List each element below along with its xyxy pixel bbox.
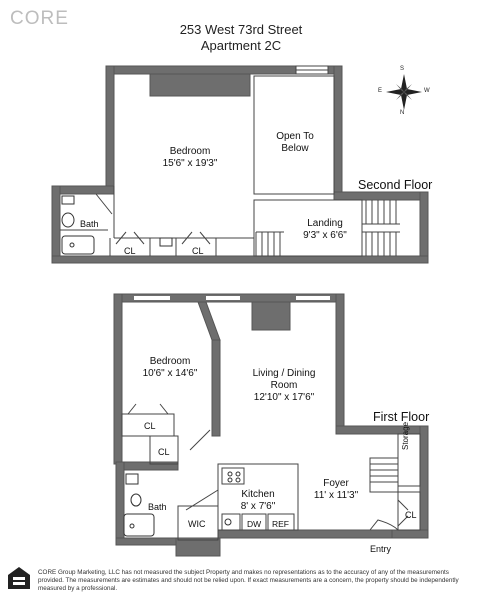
open-to-below-line1: Open To: [276, 131, 314, 142]
upper-bath-left-wall: [51, 185, 61, 263]
open-to-below-line2: Below: [281, 143, 309, 154]
upper-bath-fixtures: [61, 195, 95, 255]
lower-stairs: [369, 457, 399, 493]
landing-dim: 9'3" x 6'6": [303, 230, 347, 241]
kitchen-label: Kitchen 8' x 7'6": [230, 489, 286, 513]
foyer-label: Foyer 11' x 11'3": [304, 478, 368, 502]
lower-left-wall: [113, 293, 123, 465]
lower-bath-label: Bath: [148, 502, 167, 512]
kitchen-dim: 8' x 7'6": [240, 501, 276, 512]
compass-icon: [386, 74, 422, 110]
upper-top-wall-recess: [149, 73, 251, 97]
open-to-below-label: Open To Below: [262, 131, 328, 155]
landing-label: Landing 9'3" x 6'6": [290, 218, 360, 242]
lower-angled-wall: [197, 301, 221, 341]
upper-left-wall: [105, 65, 115, 187]
lower-top-wall-column: [251, 301, 291, 331]
second-floor-label: Second Floor: [358, 178, 433, 192]
lower-hall-closet: [149, 435, 179, 465]
upper-bedroom-label: Bedroom 15'6" x 19'3": [140, 146, 240, 170]
living-name-line1: Living / Dining: [252, 368, 316, 379]
lower-step-wall: [335, 425, 429, 435]
lower-bedroom-dim: 10'6" x 14'6": [142, 368, 198, 379]
lower-bottom-wall: [217, 529, 399, 539]
lower-bath-top-wall: [115, 461, 179, 471]
upper-bath-top-wall: [51, 185, 115, 195]
upper-bottom-wall: [51, 255, 429, 264]
upper-closet-a-label: CL: [124, 246, 136, 256]
lower-bedroom-wall: [211, 339, 221, 437]
foyer-dim: 11' x 11'3": [313, 490, 359, 501]
refrigerator-label: REF: [272, 519, 289, 529]
upper-bedroom-dim: 15'6" x 19'3": [162, 158, 218, 169]
compass-w: W: [424, 88, 430, 94]
lower-bath-left-wall: [115, 461, 125, 545]
lower-bedroom-closet-label: CL: [144, 421, 156, 431]
compass-s: S: [400, 66, 405, 72]
hall-closet-label: CL: [158, 447, 170, 457]
upper-closet-b-label: CL: [192, 246, 204, 256]
landing-name: Landing: [307, 218, 343, 229]
wic-label: WIC: [188, 519, 206, 529]
lower-bedroom-label: Bedroom 10'6" x 14'6": [130, 356, 210, 380]
address-title: 253 West 73rd Street: [179, 22, 303, 37]
living-dim: 12'10" x 17'6": [253, 392, 315, 403]
upper-bath-label: Bath: [80, 219, 99, 229]
upper-bedroom-name: Bedroom: [169, 146, 211, 157]
apartment-title: Apartment 2C: [200, 38, 282, 53]
upper-stairs-left: [255, 231, 284, 256]
foyer-name: Foyer: [323, 478, 349, 489]
upper-stairs-right: [362, 200, 400, 256]
upper-landing-top-wall: [333, 191, 429, 201]
disclaimer-text: CORE Group Marketing, LLC has not measur…: [38, 569, 459, 592]
upper-landing-right-wall: [419, 191, 429, 263]
storage-label: Storage: [401, 421, 410, 450]
lower-foyer-closet: [397, 491, 421, 531]
open-to-below-outline: [253, 75, 335, 195]
lower-bedroom-name: Bedroom: [149, 356, 191, 367]
compass-e: E: [378, 88, 383, 94]
living-room-label: Living / Dining Room 12'10" x 17'6": [232, 368, 336, 404]
lower-right-wall-lower: [419, 425, 429, 539]
upper-right-wall: [333, 65, 343, 193]
kitchen-name: Kitchen: [241, 489, 275, 500]
dishwasher-label: DW: [247, 519, 262, 529]
living-name-line2: Room: [270, 380, 298, 391]
lower-bedroom-closet: [121, 413, 175, 437]
equal-housing-icon: [8, 567, 30, 589]
compass-n: N: [400, 110, 405, 116]
lower-bath-fixtures: [123, 471, 241, 537]
foyer-closet-label: CL: [405, 510, 417, 520]
core-logo: CORE: [10, 8, 69, 29]
entry-label: Entry: [370, 544, 392, 554]
lower-right-wall-upper: [335, 293, 345, 427]
first-floor-label: First Floor: [373, 410, 430, 424]
lower-wic-bottom-wall: [175, 537, 221, 557]
entry-door: [369, 519, 399, 531]
